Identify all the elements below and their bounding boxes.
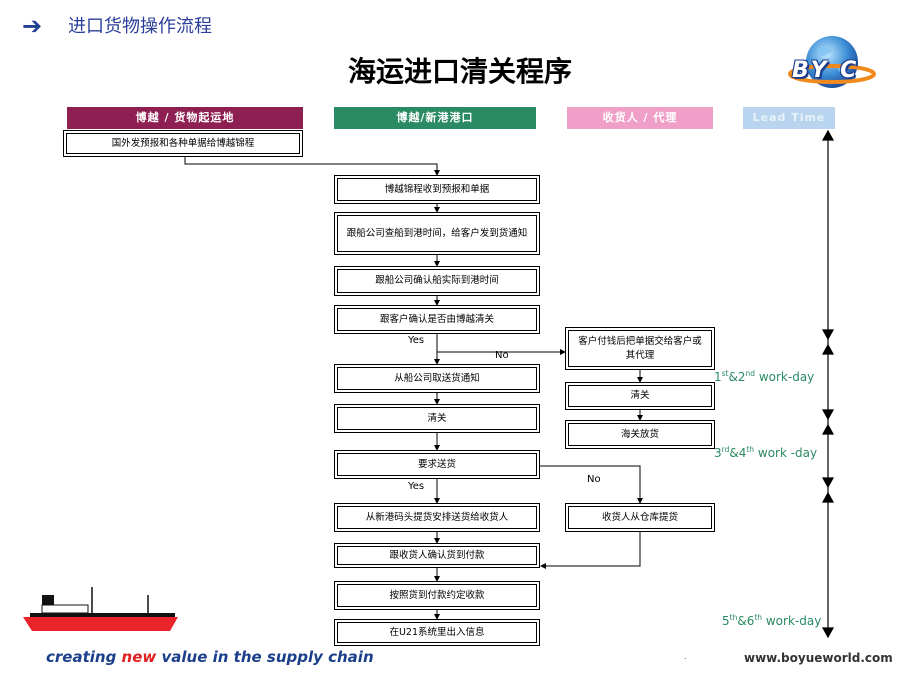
- step-customs-release: 海关放货: [565, 420, 715, 449]
- globe-logo-icon: [788, 36, 876, 88]
- step-customer-pays-docs: 客户付钱后把单据交给客户或其代理: [565, 327, 715, 370]
- step-check-arrival-notify: 跟船公司查船到港时间，给客户发到货通知: [334, 212, 540, 255]
- step-confirm-clearance-by-boyue: 跟客户确认是否由博越清关: [334, 305, 540, 334]
- step-confirm-cod: 跟收货人确认货到付款: [334, 543, 540, 568]
- lane-header-lead-time: Lead Time: [743, 107, 835, 129]
- header-title: 进口货物操作流程: [68, 16, 212, 37]
- label-yes-delivery: Yes: [408, 481, 425, 492]
- step-pickup-and-deliver: 从新港码头提货安排送货给收货人: [334, 503, 540, 532]
- step-foreign-pre-advice: 国外发预报和各种单据给博越锦程: [63, 130, 303, 157]
- logo-text: BY C: [792, 58, 860, 83]
- step-consignee-pickup: 收货人从仓库提货: [565, 503, 715, 532]
- footer-dot: .: [684, 652, 687, 661]
- lane-header-consignee: 收货人 / 代理: [567, 107, 713, 129]
- page-title: 海运进口清关程序: [347, 55, 572, 88]
- step-confirm-actual-arrival: 跟船公司确认船实际到港时间: [334, 266, 540, 296]
- footer-slogan: creating new value in the supply chain: [46, 648, 374, 666]
- step-collect-payment: 按照货到付款约定收款: [334, 581, 540, 610]
- cargo-ship-icon: [23, 587, 178, 631]
- step-receive-pre-advice: 博越锦程收到预报和单据: [334, 175, 540, 204]
- lane-header-boyue-origin: 博越 / 货物起运地: [67, 107, 303, 129]
- workday-label-3-4: 3rd&4th work -day: [714, 445, 818, 460]
- label-yes-clearance: Yes: [408, 335, 425, 346]
- step-clearance: 清关: [334, 404, 540, 433]
- workday-label-1-2: 1st&2nd work-day: [714, 369, 815, 384]
- step-u21-record: 在U21系统里出入信息: [334, 619, 540, 646]
- workday-label-5-6: 5th&6th work-day: [722, 613, 822, 628]
- step-request-delivery: 要求送货: [334, 450, 540, 479]
- footer-website[interactable]: www.boyueworld.com: [744, 651, 893, 665]
- label-no-delivery: No: [587, 474, 601, 485]
- step-get-delivery-notice: 从船公司取送货通知: [334, 364, 540, 393]
- arrow-right-icon: ➔: [22, 12, 43, 40]
- lane-header-boyue-xingang: 博越/新港港口: [334, 107, 536, 129]
- label-no-clearance: No: [495, 350, 509, 361]
- step-consignee-clearance: 清关: [565, 382, 715, 410]
